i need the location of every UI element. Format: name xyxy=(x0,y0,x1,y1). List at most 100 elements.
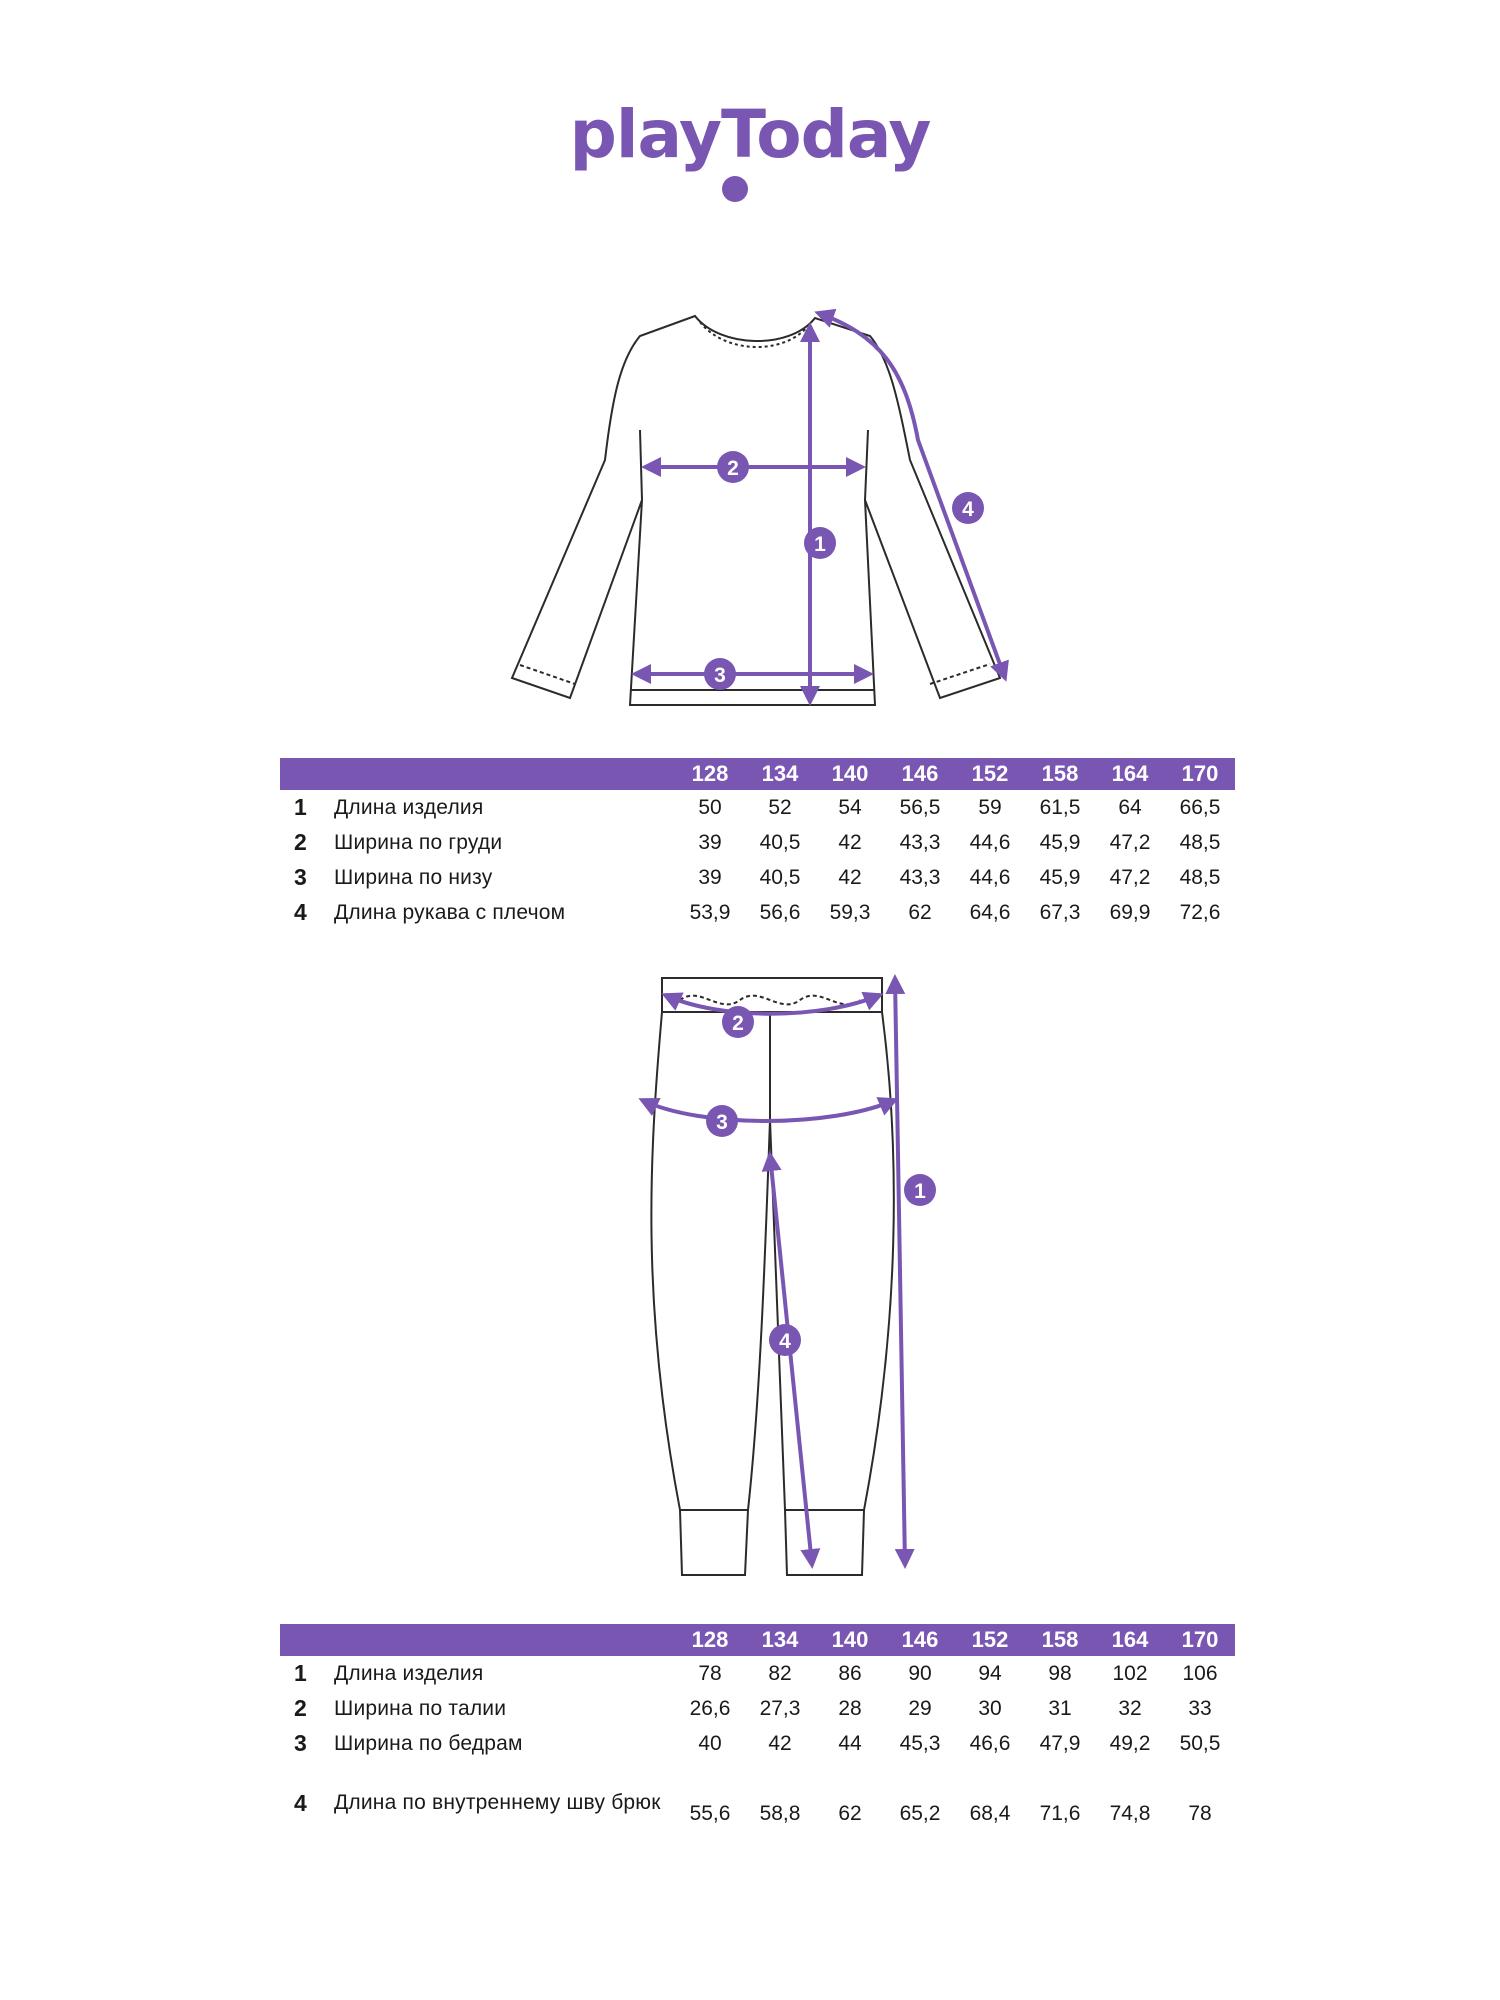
cell-value: 59,3 xyxy=(829,900,871,924)
cell-value: 48,5 xyxy=(1179,865,1221,889)
size-header: 128 xyxy=(675,1624,745,1656)
size-header: 140 xyxy=(815,758,885,790)
cell-value: 40,5 xyxy=(759,830,801,854)
cell-value: 82 xyxy=(768,1661,792,1685)
table-row: 4 Длина рукава с плечом 53,9 56,6 59,3 6… xyxy=(280,895,1235,930)
row-label: Длина изделия xyxy=(334,1661,484,1685)
size-header: 146 xyxy=(885,1624,955,1656)
size-header-row: 128 134 140 146 152 158 164 170 xyxy=(280,758,1235,790)
row-number: 1 xyxy=(294,1660,307,1686)
cell-value: 55,6 xyxy=(689,1802,731,1825)
svg-text:1: 1 xyxy=(814,533,826,556)
table-row: 1 Длина изделия 50 52 54 56,5 59 61,5 64… xyxy=(280,790,1235,825)
shirt-size-table: 128 134 140 146 152 158 164 170 1 Длина … xyxy=(280,758,1235,930)
size-header: 170 xyxy=(1165,1624,1235,1656)
pants-size-table: 128 134 140 146 152 158 164 170 1 Длина … xyxy=(280,1624,1235,1845)
badge-2: 2 xyxy=(717,451,749,483)
cell-value: 74,8 xyxy=(1109,1802,1151,1825)
cell-value: 72,6 xyxy=(1179,900,1221,924)
table-row: 3 Ширина по низу 39 40,5 42 43,3 44,6 45… xyxy=(280,860,1235,895)
row-label: Ширина по бедрам xyxy=(334,1731,523,1755)
cell-value: 58,8 xyxy=(759,1802,801,1825)
size-header: 164 xyxy=(1095,758,1165,790)
cell-value: 44 xyxy=(838,1731,862,1755)
cell-value: 47,2 xyxy=(1109,865,1151,889)
logo-dot-icon xyxy=(722,176,748,202)
cell-value: 43,3 xyxy=(899,865,941,889)
row-label: Длина по внутреннему шву брюк xyxy=(334,1791,661,1814)
row-label: Длина рукава с плечом xyxy=(334,900,566,924)
cell-value: 39 xyxy=(698,830,722,854)
row-label: Ширина по груди xyxy=(334,830,503,854)
cell-value: 56,6 xyxy=(759,900,801,924)
row-number: 2 xyxy=(294,829,307,855)
cell-value: 47,2 xyxy=(1109,830,1151,854)
cell-value: 54 xyxy=(838,795,862,819)
size-header: 158 xyxy=(1025,1624,1095,1656)
pants-drawing: 1 2 3 4 xyxy=(638,974,936,1576)
cell-value: 62 xyxy=(908,900,932,924)
badge-3: 3 xyxy=(706,1105,738,1137)
size-header: 152 xyxy=(955,1624,1025,1656)
cell-value: 49,2 xyxy=(1109,1731,1151,1755)
logo-text: playToday xyxy=(569,96,932,173)
cell-value: 62 xyxy=(838,1802,862,1825)
cell-value: 45,3 xyxy=(899,1731,941,1755)
cell-value: 46,6 xyxy=(969,1731,1011,1755)
cell-value: 48,5 xyxy=(1179,830,1221,854)
cell-value: 30 xyxy=(978,1696,1002,1720)
cell-value: 43,3 xyxy=(899,830,941,854)
table-row: 2 Ширина по груди 39 40,5 42 43,3 44,6 4… xyxy=(280,825,1235,860)
size-header: 134 xyxy=(745,1624,815,1656)
table-row: 2 Ширина по талии 26,6 27,3 28 29 30 31 … xyxy=(280,1691,1235,1726)
svg-text:1: 1 xyxy=(914,1180,926,1203)
cell-value: 69,9 xyxy=(1109,900,1151,924)
row-number: 4 xyxy=(294,899,307,925)
cell-value: 65,2 xyxy=(899,1802,941,1825)
row-label: Ширина по низу xyxy=(334,865,493,889)
size-header: 134 xyxy=(745,758,815,790)
svg-text:2: 2 xyxy=(732,1012,744,1035)
table-row: 3 Ширина по бедрам 40 42 44 45,3 46,6 47… xyxy=(280,1726,1235,1761)
cell-value: 66,5 xyxy=(1179,795,1221,819)
table-row: 4 Длина по внутреннему шву брюк 55,6 58,… xyxy=(280,1761,1235,1845)
size-header-row: 128 134 140 146 152 158 164 170 xyxy=(280,1624,1235,1656)
shirt-outline xyxy=(510,314,1002,706)
cell-value: 27,3 xyxy=(759,1696,801,1720)
size-header: 158 xyxy=(1025,758,1095,790)
badge-2: 2 xyxy=(722,1006,754,1038)
size-header: 128 xyxy=(675,758,745,790)
cell-value: 61,5 xyxy=(1039,795,1081,819)
size-header: 170 xyxy=(1165,758,1235,790)
cell-value: 45,9 xyxy=(1039,830,1081,854)
cell-value: 78 xyxy=(698,1661,722,1685)
cell-value: 50,5 xyxy=(1179,1731,1221,1755)
badge-4: 4 xyxy=(952,492,984,524)
cell-value: 40,5 xyxy=(759,865,801,889)
cell-value: 39 xyxy=(698,865,722,889)
cell-value: 71,6 xyxy=(1039,1802,1081,1825)
row-label: Длина изделия xyxy=(334,795,484,819)
cell-value: 67,3 xyxy=(1039,900,1081,924)
badge-1: 1 xyxy=(804,527,836,559)
badge-1: 1 xyxy=(904,1174,936,1206)
cell-value: 42 xyxy=(838,865,862,889)
cell-value: 26,6 xyxy=(689,1696,731,1720)
cell-value: 31 xyxy=(1048,1696,1072,1720)
cell-value: 68,4 xyxy=(969,1802,1011,1825)
cell-value: 44,6 xyxy=(969,830,1011,854)
svg-text:4: 4 xyxy=(962,498,974,521)
cell-value: 102 xyxy=(1112,1661,1148,1685)
cell-value: 56,5 xyxy=(899,795,941,819)
badge-4: 4 xyxy=(769,1324,801,1356)
cell-value: 86 xyxy=(838,1661,862,1685)
cell-value: 28 xyxy=(838,1696,862,1720)
cell-value: 64,6 xyxy=(969,900,1011,924)
cell-value: 29 xyxy=(908,1696,932,1720)
pants-outline xyxy=(650,977,895,1576)
row-number: 1 xyxy=(294,794,307,820)
cell-value: 90 xyxy=(908,1661,932,1685)
cell-value: 40 xyxy=(698,1731,722,1755)
cell-value: 59 xyxy=(978,795,1002,819)
cell-value: 53,9 xyxy=(689,900,731,924)
